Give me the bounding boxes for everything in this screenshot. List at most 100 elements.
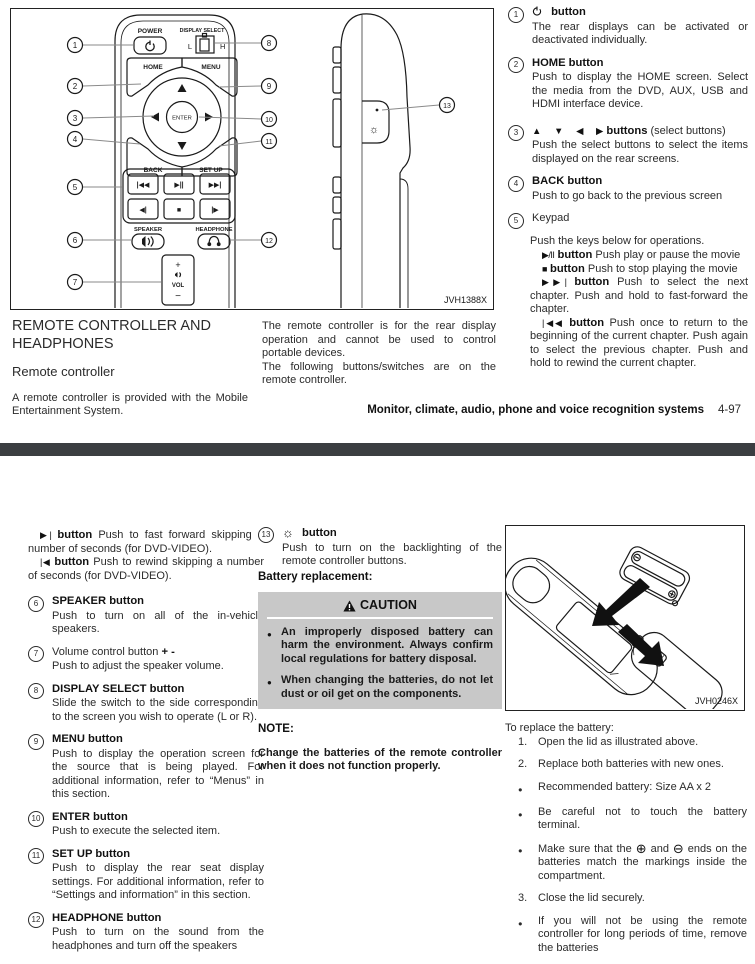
intro-paragraph: The following buttons/switches are on th… [262, 360, 496, 387]
speaker-button-graphic [131, 233, 165, 250]
intro-paragraph: A remote controller is provided with the… [12, 391, 248, 418]
bullet-icon: ● [518, 846, 523, 855]
bullet-icon: ● [518, 810, 523, 819]
bullet-icon: ● [518, 785, 523, 794]
callout-8: 8 [267, 39, 272, 48]
desc-item-5: 5 Keypad [508, 212, 748, 229]
subsection-title: Remote controller [12, 364, 115, 379]
desc-item-13: 13 ☼ button Push to turn on the backligh… [258, 526, 502, 569]
item-title: BACK button [532, 175, 603, 187]
prev-chapter-icon: |◀◀ [137, 182, 150, 189]
page-footer: Monitor, climate, audio, phone and voice… [367, 404, 741, 416]
skip-fwd-icon: ▶| [40, 530, 52, 540]
item-title: MENU button [52, 733, 123, 745]
desc-item-8: 8 DISPLAY SELECT button Slide the switch… [28, 683, 264, 725]
desc-item-9: 9 MENU button Push to display the operat… [28, 733, 264, 802]
callout-number: 1 [508, 6, 524, 23]
step-text: Recommended battery: Size AA x 2 [538, 780, 712, 793]
desc-item-1: 1 button The rear displays can be activa… [508, 6, 748, 48]
display-select-l: L [188, 42, 192, 51]
item-title: button [551, 6, 586, 18]
step-back-icon: ◀| [139, 207, 146, 214]
item-title: HEADPHONE button [52, 911, 162, 924]
keypad-key-descriptions: Push the keys below for operations. ▶/II… [530, 235, 748, 371]
speaker-label: SPEAKER [134, 227, 163, 233]
key-bold: button [569, 316, 605, 329]
bullet-icon: ● [267, 678, 272, 687]
item-body: Push to adjust the speaker volume. [52, 660, 224, 672]
figure2-code: JVH0246X [695, 696, 738, 706]
item-body: Push to display the HOME screen. Select … [532, 71, 748, 110]
item-title: ENTER button [52, 810, 128, 823]
callout-number: 6 [28, 595, 44, 612]
note-body: Change the batteries of the remote contr… [258, 746, 502, 773]
step-text: Make sure that the [538, 842, 632, 855]
step-bullet: ● Make sure that the ⊕ and ⊖ ends on the… [505, 842, 747, 884]
next-chapter-icon: ▶▶| [542, 277, 567, 287]
callout-9: 9 [267, 82, 272, 91]
desc-item-12: 12 HEADPHONE button Push to turn on the … [28, 912, 264, 954]
power-icon [532, 6, 542, 16]
step-text: Open the lid as illustrated above. [538, 735, 699, 748]
power-label: POWER [138, 28, 163, 35]
step-text: Be careful not to touch the battery term… [538, 805, 747, 832]
step-bullet: ● If you will not be using the remote co… [505, 915, 747, 956]
item-title-bold: + - [161, 645, 175, 658]
menu-button-graphic [181, 57, 238, 97]
headphone-button-graphic [197, 233, 231, 250]
key-bold: button [574, 276, 610, 288]
left-arrow-icon [151, 112, 159, 122]
desc-item-11: 11 SET UP button Push to display the rea… [28, 848, 264, 903]
key-text: Push to stop playing the movie [587, 262, 738, 275]
bullet-icon: ● [518, 919, 523, 928]
item-body: Slide the switch to the side correspondi… [52, 697, 264, 723]
vol-minus-label: − [175, 291, 181, 302]
callout-3: 3 [73, 114, 78, 123]
power-button-graphic [133, 36, 167, 55]
callout-2: 2 [73, 82, 78, 91]
skip-back-icon: |◀ [40, 557, 51, 567]
section-title: REMOTE CONTROLLER AND HEADPHONES [12, 318, 211, 352]
caution-title: CAUTION [360, 598, 417, 612]
backlight-icon: ☼ [369, 124, 379, 136]
item-title: SPEAKER button [52, 595, 144, 607]
caution-text: An improperly disposed battery can harm … [281, 625, 493, 665]
headphone-icon [207, 235, 221, 247]
key-bold: button [557, 249, 593, 261]
page2-right-column: JVH0246X To replace the battery: 1. Open… [504, 525, 747, 964]
note-label: NOTE: [258, 723, 294, 735]
footer-chapter-title: Monitor, climate, audio, phone and voice… [367, 404, 704, 416]
bullet-icon: ● [267, 629, 272, 639]
backlight-icon: ☼ [282, 525, 294, 540]
keypad-intro: Push the keys below for operations. [530, 234, 705, 247]
callout-number: 10 [28, 811, 44, 827]
step-bullet: ● Be careful not to touch the battery te… [505, 806, 747, 833]
step-text: and [650, 842, 669, 855]
step-text: ends on the batteries match the markings… [538, 842, 748, 882]
page1-mid-intro: The remote controller is for the rear di… [262, 320, 496, 388]
insert-arrows [592, 578, 664, 666]
battery-pack-graphic [619, 546, 691, 607]
replace-battery-heading: To replace the battery: [505, 722, 614, 734]
item-body: Push to turn on all of the in-vehicle sp… [52, 609, 264, 636]
figure-battery-replacement: JVH0246X [504, 525, 745, 717]
figure1-code: JVH1388X [444, 295, 487, 305]
item-body: Push to turn on the backlighting of the … [282, 541, 502, 568]
item-title: DISPLAY SELECT button [52, 682, 185, 695]
callout-circles: 1 2 3 4 5 6 7 8 9 10 11 12 13 [66, 34, 456, 291]
desc-item-10: 10 ENTER button Push to execute the sele… [28, 811, 264, 839]
menu-label: MENU [201, 64, 220, 71]
vol-plus-label: + [175, 260, 180, 270]
callout-lines [82, 42, 440, 283]
figure-remote-diagram: POWER DISPLAY SELECT L H HOME MENU BACK … [10, 8, 494, 310]
backlight-button-graphic [362, 100, 390, 144]
callout-11: 11 [265, 139, 272, 146]
step-text: Replace both batteries with new ones. [538, 758, 724, 770]
desc-item-3: 3 ▲ ▼ ◀ ▶ buttons (select buttons) Push … [508, 125, 748, 167]
step-marker: 3. [518, 892, 528, 904]
desc-item-4: 4 BACK button Push to go back to the pre… [508, 175, 748, 203]
keypad-graphic: |◀◀ ▶|| ▶▶| ◀| ■ |▶ [122, 168, 236, 224]
key-text: Push play or pause the movie [595, 249, 741, 261]
home-label: HOME [143, 64, 163, 71]
item-title: HOME button [532, 56, 604, 69]
